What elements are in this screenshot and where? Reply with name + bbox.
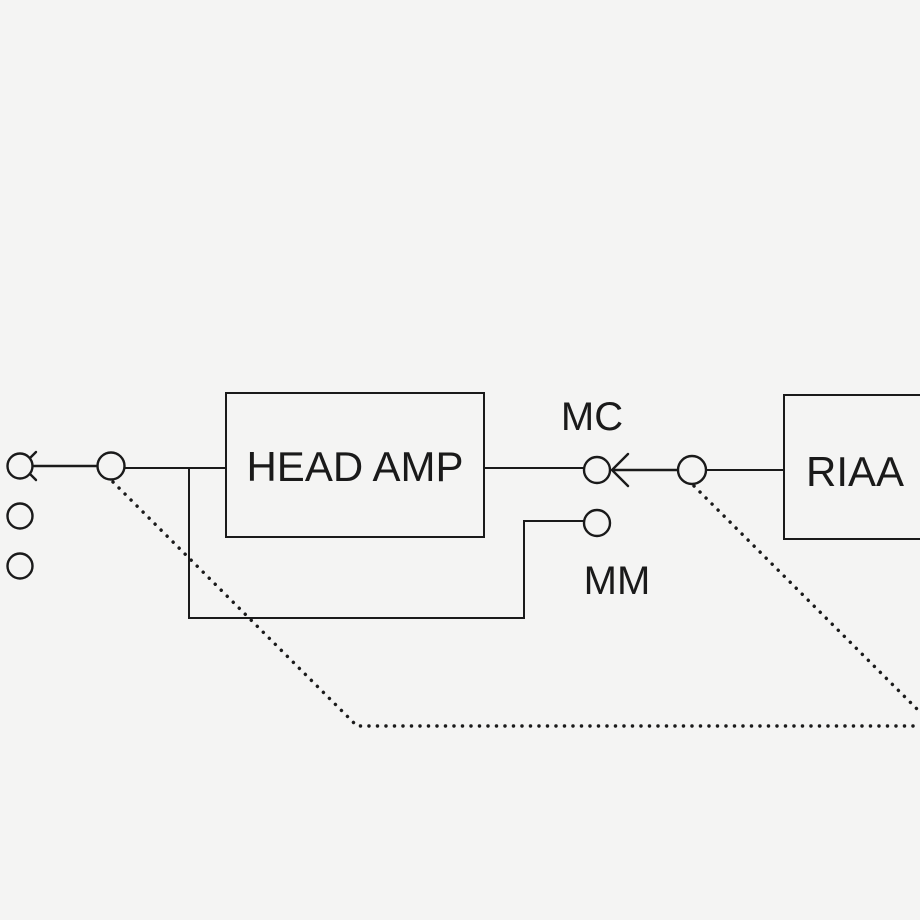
selector-gang-linkage-right [692,484,920,714]
left-selector-contact-arrow [20,450,102,482]
mc-terminal [582,455,612,485]
selector-gang-linkage [111,480,920,728]
mm-terminal [582,508,612,538]
mm-position-label: MM [584,559,651,603]
left-selector-pivot [96,451,126,481]
mc-mm-selector-contact-arrow [610,452,682,488]
riaa-label: RIAA [806,448,904,495]
head-amp-block [225,392,485,538]
mm-bypass-wire [188,468,585,619]
left-selector-terminal-3 [6,552,34,580]
left-selector-terminal-1 [6,452,34,480]
mc-position-label: MC [561,395,623,439]
left-selector-terminal-2 [6,502,34,530]
mc-mm-selector-pivot [676,454,708,486]
head-amp-label: HEAD AMP [246,443,463,490]
riaa-block [783,394,920,540]
